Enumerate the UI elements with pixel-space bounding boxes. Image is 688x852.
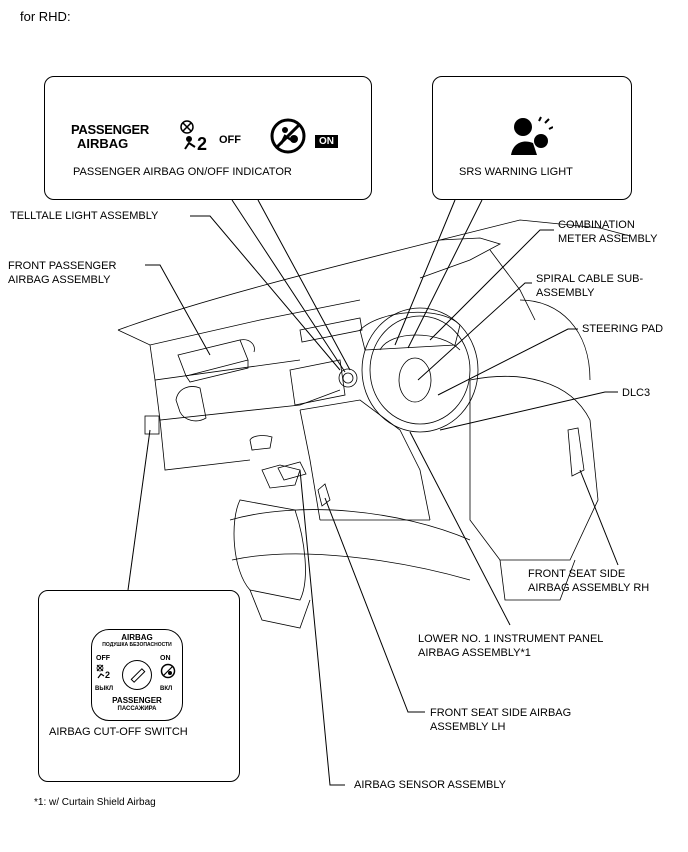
label-telltale-light: TELLTALE LIGHT ASSEMBLY (10, 210, 159, 222)
dial-on-icon (160, 663, 176, 679)
label-steering-pad: STEERING PAD (582, 323, 664, 335)
srs-warning-callout: SRS WARNING LIGHT (432, 76, 632, 200)
airbag-off-icon: 2 (180, 120, 207, 153)
dial-off-ru-label: ВЫКЛ (95, 686, 114, 692)
passenger-airbag-logo-line1: PASSENGER (71, 122, 149, 137)
label-spiral-cable: SPIRAL CABLE SUB- ASSEMBLY (536, 273, 644, 299)
label-instrument-panel-airbag: LOWER NO. 1 INSTRUMENT PANEL AIRBAG ASSE… (418, 633, 604, 659)
indicator-off-label: OFF (219, 134, 241, 146)
cutoff-switch-callout: AIRBAG ПОДУШКА БЕЗОПАСНОСТИ OFF ON 2 ВЫК… (38, 590, 240, 782)
dial-passenger-label: PASSENGER (112, 696, 162, 705)
label-dlc3: DLC3 (622, 387, 651, 399)
dial-off-icon: 2 (96, 664, 110, 680)
dial-on-label: ON (160, 655, 171, 662)
dial-passenger-ru-label: ПАССАЖИРА (117, 706, 157, 712)
srs-warning-caption: SRS WARNING LIGHT (459, 166, 573, 178)
footnote: *1: w/ Curtain Shield Airbag (34, 797, 156, 808)
label-seat-side-airbag-lh: FRONT SEAT SIDE AIRBAG ASSEMBLY LH (430, 707, 572, 733)
label-combination-meter: COMBINATION METER ASSEMBLY (558, 219, 658, 245)
key-slot-icon (130, 668, 146, 683)
svg-text:2: 2 (197, 134, 207, 153)
cutoff-switch-caption: AIRBAG CUT-OFF SWITCH (49, 726, 188, 738)
label-seat-side-airbag-rh: FRONT SEAT SIDE AIRBAG ASSEMBLY RH (528, 568, 650, 594)
dial-off-label: OFF (96, 655, 110, 662)
diagram-header: for RHD: (20, 9, 71, 24)
label-front-passenger-airbag: FRONT PASSENGER AIRBAG ASSEMBLY (8, 260, 117, 286)
cutoff-switch-dial: AIRBAG ПОДУШКА БЕЗОПАСНОСТИ OFF ON 2 ВЫК… (91, 629, 183, 721)
indicator-on-badge: ON (315, 135, 338, 148)
srs-warning-icon (511, 116, 553, 155)
airbag-on-icon (270, 118, 306, 154)
label-airbag-sensor: AIRBAG SENSOR ASSEMBLY (354, 779, 507, 791)
passenger-airbag-logo-line2: AIRBAG (77, 136, 129, 151)
dial-subtitle: ПОДУШКА БЕЗОПАСНОСТИ (102, 642, 172, 648)
dial-title: AIRBAG (121, 633, 153, 642)
passenger-indicator-caption: PASSENGER AIRBAG ON/OFF INDICATOR (73, 166, 292, 178)
passenger-indicator-callout: PASSENGER AIRBAG 2 OFF ON PASSENGER AIRB… (44, 76, 372, 200)
svg-text:2: 2 (105, 670, 110, 680)
key-slot-knob[interactable] (122, 660, 152, 690)
dial-on-ru-label: ВКЛ (160, 686, 173, 692)
